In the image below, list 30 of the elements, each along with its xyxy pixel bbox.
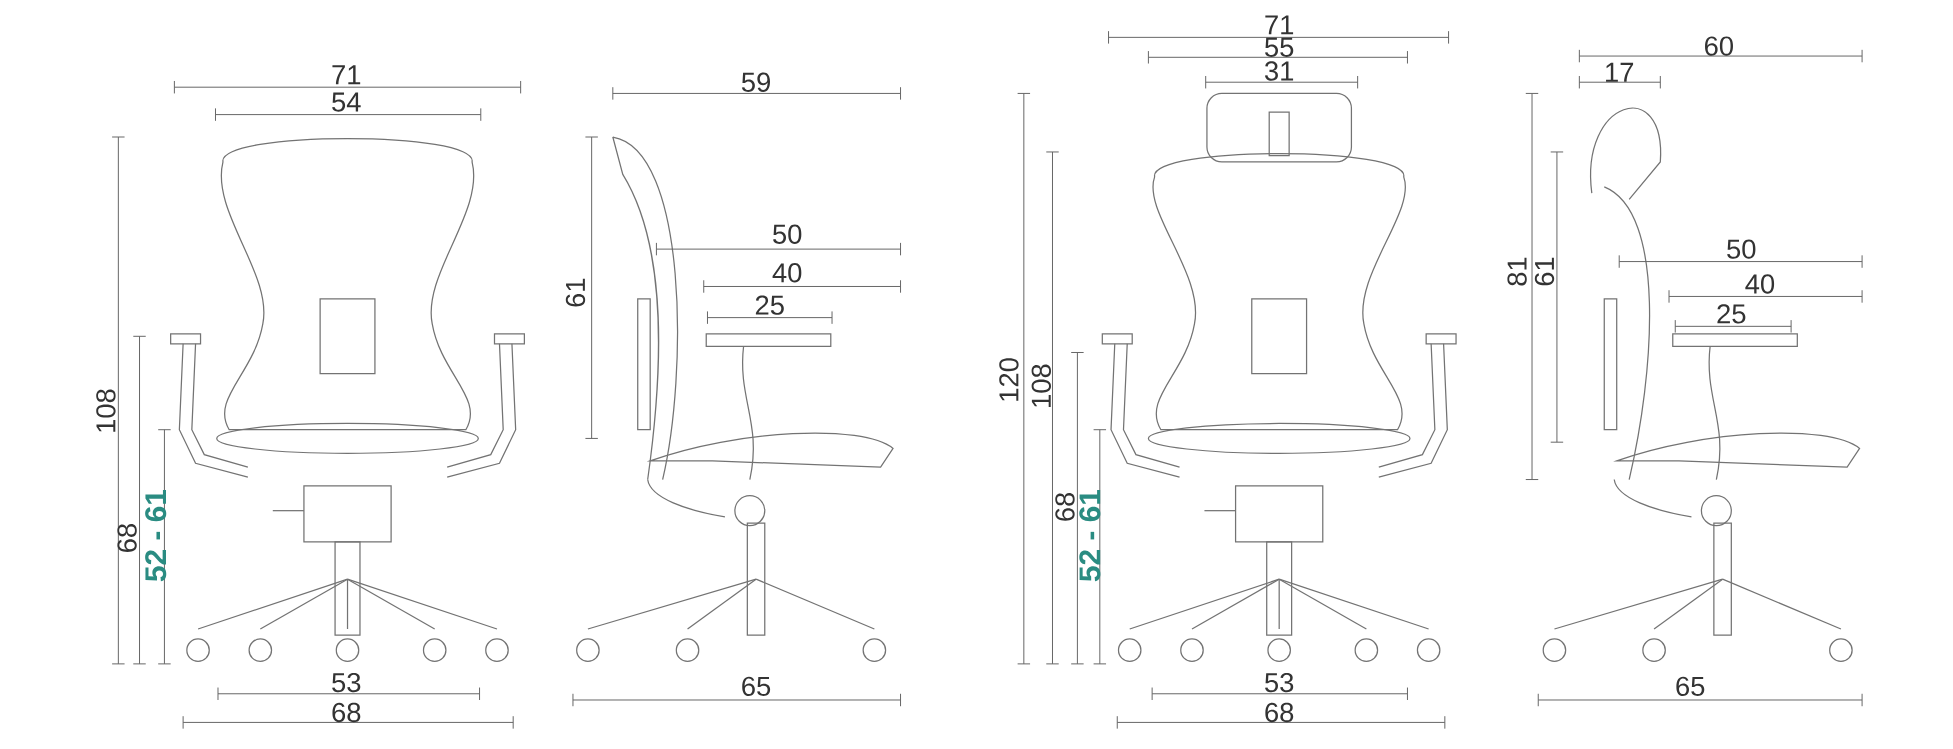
dimension-label: 68 xyxy=(117,524,137,553)
dimension-label: 55 xyxy=(1265,38,1294,58)
dimension-label: 120 xyxy=(999,358,1019,401)
dimension-label: 59 xyxy=(741,72,770,93)
dimension-label: 25 xyxy=(755,295,784,316)
dimension-label: 68 xyxy=(1055,493,1075,521)
dimension-label: 108 xyxy=(1031,364,1051,408)
dimension-label: 40 xyxy=(772,263,802,283)
dimension-label: 65 xyxy=(742,676,771,697)
dimension-label: 52 - 61 xyxy=(145,490,167,582)
dimension-label: 53 xyxy=(332,673,361,693)
dimension-label: 81 xyxy=(1507,257,1527,286)
dimension-label: 52 - 61 xyxy=(1079,490,1101,582)
dimension-label: 65 xyxy=(1676,676,1705,697)
dimension-label: 31 xyxy=(1265,61,1294,81)
dimension-label: 71 xyxy=(1265,15,1294,35)
dimension-label: 50 xyxy=(773,224,802,245)
dimension-label: 61 xyxy=(1534,257,1555,286)
dimension-label: 108 xyxy=(96,389,116,433)
dimension-label: 17 xyxy=(1606,63,1634,82)
dimension-label: 61 xyxy=(565,279,586,307)
dimension-label: 68 xyxy=(1265,703,1294,723)
dimension-label: 40 xyxy=(1745,274,1775,294)
dimension-label: 60 xyxy=(1705,36,1733,56)
dimension-label: 68 xyxy=(332,703,361,723)
dimension-label: 53 xyxy=(1265,673,1294,693)
dimension-label: 25 xyxy=(1717,304,1746,324)
dimension-label: 71 xyxy=(332,65,361,85)
dimension-label: 54 xyxy=(332,92,361,112)
dimension-label: 50 xyxy=(1727,239,1756,260)
